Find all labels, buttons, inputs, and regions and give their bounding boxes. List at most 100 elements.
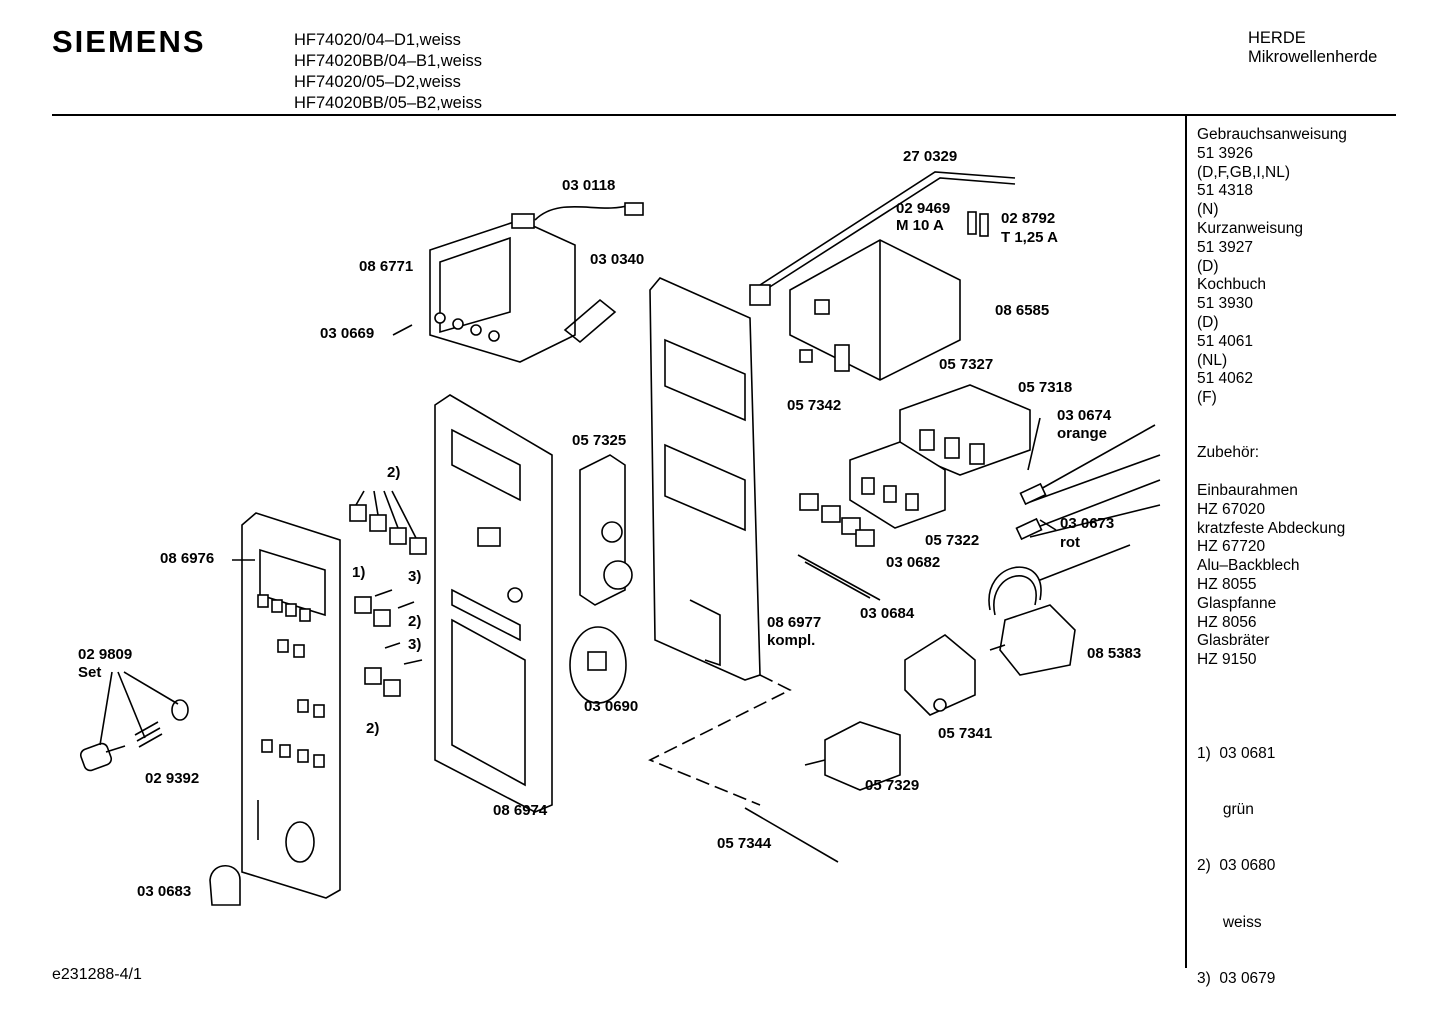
doc-line: Kochbuch xyxy=(1197,276,1266,294)
part-label: rot xyxy=(1060,534,1080,551)
part-label: 03 0682 xyxy=(886,554,941,571)
leader-lines xyxy=(99,417,1057,746)
frame-chassis-icon xyxy=(649,277,761,681)
doc-line: Kurzanweisung xyxy=(1197,219,1303,237)
doc-line: 51 4061 xyxy=(1197,332,1254,350)
accessory-line: HZ 8056 xyxy=(1197,613,1257,631)
display-module-icon xyxy=(429,213,576,363)
ribbon-cable-icon xyxy=(563,298,617,344)
doc-line: (D) xyxy=(1197,257,1219,275)
model-line-3: HF74020/05–D2,weiss xyxy=(294,73,461,91)
switch-block-icon xyxy=(849,441,946,529)
ribbon-cable-icon xyxy=(534,204,631,221)
part-label: 03 0118 xyxy=(562,177,616,194)
control-fascia-icon xyxy=(241,512,341,899)
footnote-marker: 3) xyxy=(408,636,422,653)
part-label: 05 7344 xyxy=(717,835,772,852)
model-line-4: HF74020BB/05–B2,weiss xyxy=(294,94,483,112)
model-line-2: HF74020BB/04–B1,weiss xyxy=(294,52,483,70)
part-label: Set xyxy=(78,664,102,681)
connector-icon xyxy=(624,202,644,216)
part-label: 02 9392 xyxy=(145,770,200,787)
footnote-line: 2) 03 0680 xyxy=(1197,857,1276,875)
accessory-line: kratzfeste Abdeckung xyxy=(1197,519,1346,537)
part-label: 03 0690 xyxy=(584,698,639,715)
button-cap-icon xyxy=(799,493,875,547)
doc-line: 51 4318 xyxy=(1197,182,1254,200)
part-label: 02 9469 xyxy=(896,200,951,217)
doc-line: 51 4062 xyxy=(1197,370,1254,388)
part-label: 05 7325 xyxy=(572,432,627,449)
brand-logo: SIEMENS xyxy=(52,24,206,59)
control-board-icon xyxy=(789,239,961,381)
accessories-title: Zubehör: xyxy=(1197,444,1260,461)
part-label: 03 0669 xyxy=(320,325,375,342)
part-label: 08 6771 xyxy=(359,258,414,275)
footnotes-list: 1) 03 0681 grün 2) 03 0680 weiss 3) 03 0… xyxy=(1197,707,1275,1008)
part-label: 05 7342 xyxy=(787,397,842,414)
footnote-marker: 3) xyxy=(408,568,422,585)
doc-line: 51 3930 xyxy=(1197,295,1254,313)
category-subtitle: Mikrowellenherde xyxy=(1248,48,1378,66)
doc-line: (F) xyxy=(1197,389,1217,407)
document-code: e231288-4/1 xyxy=(52,966,142,983)
model-line-1: HF74020/04–D1,weiss xyxy=(294,31,461,49)
exploded-view-drawing xyxy=(79,171,1161,906)
part-label: 03 0673 xyxy=(1060,515,1115,532)
doc-line: 51 3926 xyxy=(1197,144,1254,162)
cable-harness-icon xyxy=(749,171,1016,306)
gear-wheel-icon xyxy=(569,626,627,704)
part-label: 02 9809 xyxy=(78,646,133,663)
part-label: 08 6976 xyxy=(160,550,215,567)
part-label: 03 0340 xyxy=(590,251,645,268)
part-label: 03 0684 xyxy=(860,605,915,622)
part-label: 03 0674 xyxy=(1057,407,1112,424)
temperature-probe-icon xyxy=(1015,424,1161,541)
sidebar-divider xyxy=(1185,116,1187,968)
doc-line: (D,F,GB,I,NL) xyxy=(1197,163,1291,181)
part-label: kompl. xyxy=(767,632,816,649)
category-block: HERDE Mikrowellenherde xyxy=(1248,29,1377,67)
doc-line: Gebrauchsanweisung xyxy=(1197,126,1347,143)
knob-icon xyxy=(209,865,241,906)
accessory-line: Alu–Backblech xyxy=(1197,557,1300,575)
footnote-line: 1) 03 0681 xyxy=(1197,744,1276,762)
assembly-line xyxy=(648,674,792,806)
part-label: 05 7322 xyxy=(925,532,980,549)
footnote-marker: 1) xyxy=(352,564,366,581)
accessory-line: HZ 67020 xyxy=(1197,500,1266,518)
front-panel-frame-icon xyxy=(434,394,553,813)
part-label: 08 6585 xyxy=(995,302,1050,319)
thermostat-icon xyxy=(988,544,1131,676)
part-label: 05 7329 xyxy=(865,777,920,794)
part-label: orange xyxy=(1057,425,1108,442)
part-label: 02 8792 xyxy=(1001,210,1056,227)
accessory-line: HZ 67720 xyxy=(1197,538,1266,556)
knob-assembly-icon xyxy=(79,699,189,772)
rotary-switch-icon xyxy=(804,721,901,791)
part-label: 08 6974 xyxy=(493,802,548,819)
accessories-list: Einbaurahmen HZ 67020 kratzfeste Abdecku… xyxy=(1197,482,1345,670)
accessory-line: Einbaurahmen xyxy=(1197,482,1298,499)
part-label: T 1,25 A xyxy=(1001,229,1058,246)
accessory-line: HZ 8055 xyxy=(1197,575,1257,593)
doc-line: (N) xyxy=(1197,201,1219,219)
category-title: HERDE xyxy=(1248,29,1306,47)
doc-line: (D) xyxy=(1197,313,1219,331)
part-label: 03 0683 xyxy=(137,883,192,900)
part-label: 05 7327 xyxy=(939,356,994,373)
switch-block-icon xyxy=(899,384,1031,476)
footnote-line: weiss xyxy=(1197,913,1262,931)
footnote-line: grün xyxy=(1197,800,1254,818)
part-label: 08 5383 xyxy=(1087,645,1142,662)
selector-module-icon xyxy=(579,454,633,606)
footnote-marker: 2) xyxy=(366,720,380,737)
key-cap-icon xyxy=(349,504,427,697)
accessory-line: Glasbräter xyxy=(1197,632,1270,650)
documentation-list: Gebrauchsanweisung 51 3926 (D,F,GB,I,NL)… xyxy=(1197,126,1347,408)
doc-line: (NL) xyxy=(1197,351,1228,369)
footnote-line: 3) 03 0679 xyxy=(1197,970,1276,988)
footnote-marker: 2) xyxy=(387,464,401,481)
accessory-line: HZ 9150 xyxy=(1197,651,1257,669)
pin-icon xyxy=(392,324,413,336)
